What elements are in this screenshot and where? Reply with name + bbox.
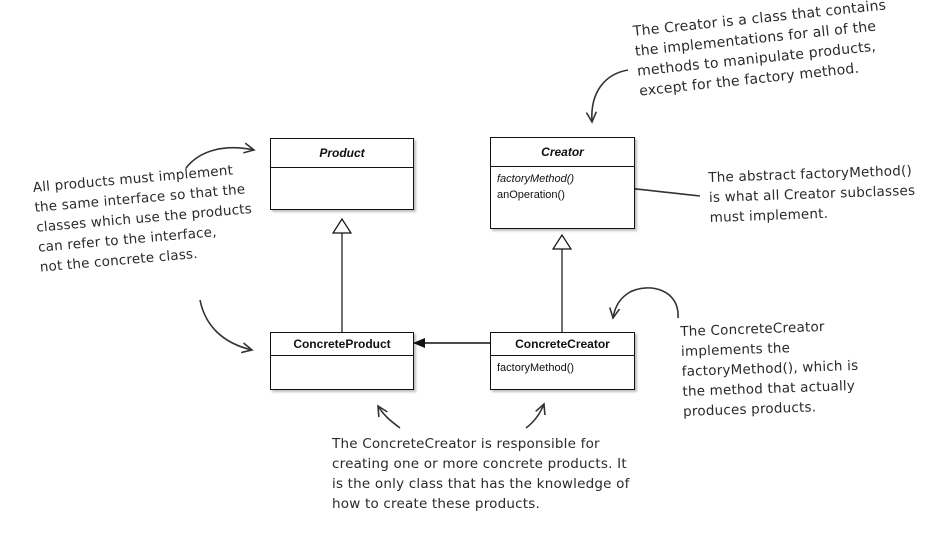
product-class: Product bbox=[270, 138, 414, 210]
generalization-triangle-product bbox=[331, 217, 353, 234]
creator-factory-method: factoryMethod() bbox=[497, 173, 575, 185]
responsible-note-line: is the only class that has the knowledge… bbox=[332, 476, 630, 492]
arrow-to-product-icon bbox=[185, 148, 254, 169]
concrete-creator-class: ConcreteCreator factoryMethod() bbox=[490, 332, 635, 390]
creator-class-name: Creator bbox=[491, 138, 634, 167]
products-note: All products must implement the same int… bbox=[32, 159, 256, 277]
arrow-up-left-icon bbox=[378, 406, 401, 429]
concrete-product-class: ConcreteProduct bbox=[270, 332, 414, 390]
concrete-creator-class-name: ConcreteCreator bbox=[491, 333, 634, 356]
arrow-to-concrete-creator-icon bbox=[613, 287, 679, 318]
concrete-product-class-name: ConcreteProduct bbox=[271, 333, 413, 356]
arrow-to-creator-icon bbox=[592, 69, 629, 122]
arrow-to-concrete-product-icon bbox=[199, 299, 252, 350]
responsible-note-line: how to create these products. bbox=[332, 496, 540, 512]
concrete-creator-class-methods: factoryMethod() bbox=[491, 356, 634, 380]
abstract-factory-note: The abstract factoryMethod() is what all… bbox=[708, 161, 916, 228]
concrete-creator-factory-method: factoryMethod() bbox=[497, 362, 575, 374]
product-class-methods bbox=[271, 168, 413, 176]
concrete-creator-note: The ConcreteCreator implements the facto… bbox=[680, 316, 860, 422]
creator-class: Creator factoryMethod() anOperation() bbox=[490, 137, 635, 229]
product-class-name: Product bbox=[271, 139, 413, 168]
creator-an-operation: anOperation() bbox=[497, 189, 565, 201]
concrete-product-class-methods bbox=[271, 356, 413, 364]
generalization-triangle-creator bbox=[551, 233, 573, 250]
responsible-note-line: creating one or more concrete products. … bbox=[332, 456, 627, 472]
responsible-note-line: The ConcreteCreator is responsible for bbox=[332, 436, 600, 452]
responsible-note: The ConcreteCreator is responsible for c… bbox=[332, 434, 630, 514]
creator-class-methods: factoryMethod() anOperation() bbox=[491, 167, 634, 207]
arrow-up-right-icon bbox=[525, 404, 544, 429]
